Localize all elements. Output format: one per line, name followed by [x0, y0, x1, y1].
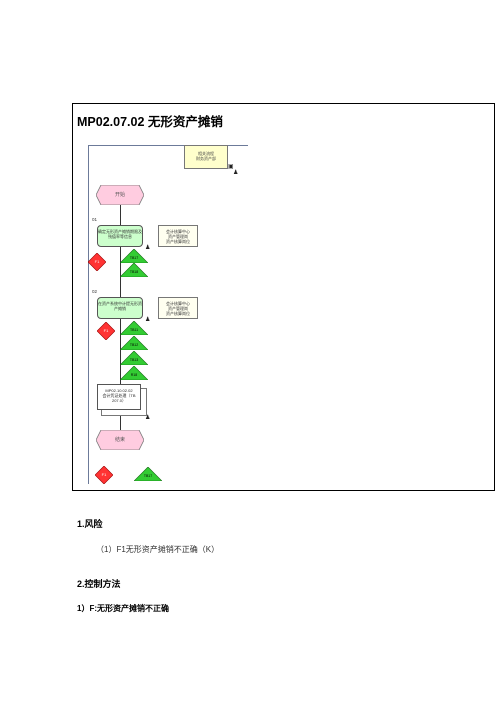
risk-item: （1）F1无形资产摊销不正确（K）: [96, 545, 220, 554]
risk-heading: 1.风险: [77, 519, 103, 529]
legend-icon: ▣: [228, 164, 234, 170]
end-label: 结束: [114, 437, 125, 443]
control-label: TB11: [129, 328, 139, 332]
connector-line: [120, 319, 121, 384]
connector-line: [120, 247, 121, 297]
control-triangle: [134, 467, 162, 481]
step-number: 02: [92, 289, 98, 294]
connector-line: [120, 410, 121, 430]
risk-label: F1: [101, 472, 107, 477]
risk-diamond: [95, 466, 113, 484]
person-icon: ♟: [145, 317, 151, 323]
flowchart-frame: [72, 103, 495, 491]
control-triangle: [120, 321, 148, 335]
role-note-text: 会计核算中心资产管理岗资产核算岗位: [166, 229, 190, 244]
control-label: TB17: [129, 256, 139, 260]
control-label: TB17: [143, 474, 153, 478]
start-label: 开始: [114, 192, 125, 198]
process-box: 在资产系统中计提无形资产摊销: [97, 297, 143, 319]
role-note: 会计核算中心资产管理岗资产核算岗位: [158, 297, 198, 319]
legend-text: 相关流程财务资产部: [196, 151, 216, 161]
control-label: TB18: [129, 270, 139, 274]
control-label: R18: [130, 373, 138, 377]
connector-line: [120, 205, 121, 225]
process-text: 确定无形资产摊销期限及残值率等信息: [98, 229, 142, 239]
person-icon: ♟: [233, 170, 239, 176]
legend-box: 相关流程财务资产部: [184, 145, 228, 169]
control-triangle: [120, 351, 148, 365]
process-box: 确定无形资产摊销期限及残值率等信息: [97, 225, 143, 247]
control-triangle: [120, 263, 148, 277]
risk-label: F1: [94, 259, 100, 264]
person-icon: ♟: [145, 415, 151, 421]
control-triangle: [120, 366, 148, 380]
risk-label: F1: [103, 328, 109, 333]
lane-top-border: [88, 145, 248, 146]
role-note-text: 会计核算中心资产管理岗资产核算岗位: [166, 301, 190, 316]
control-label: TB12: [129, 343, 139, 347]
lane-left-border: [88, 145, 89, 484]
risk-diamond: [97, 322, 115, 340]
flowchart-title: MP02.07.02 无形资产摊销: [77, 115, 223, 129]
risk-diamond: [88, 253, 106, 271]
start-shape: [96, 185, 144, 205]
control-triangle: [120, 249, 148, 263]
control-item: 1）F:无形资产摊销不正确: [77, 604, 169, 613]
control-label: TB13: [129, 358, 139, 362]
role-note: 会计核算中心资产管理岗资产核算岗位: [158, 225, 198, 247]
person-icon: ♟: [145, 245, 151, 251]
end-shape: [96, 430, 144, 450]
step-number: 01: [92, 217, 98, 222]
process-text: 在资产系统中计提无形资产摊销: [98, 301, 142, 311]
control-heading: 2.控制方法: [77, 579, 121, 589]
control-triangle: [120, 336, 148, 350]
